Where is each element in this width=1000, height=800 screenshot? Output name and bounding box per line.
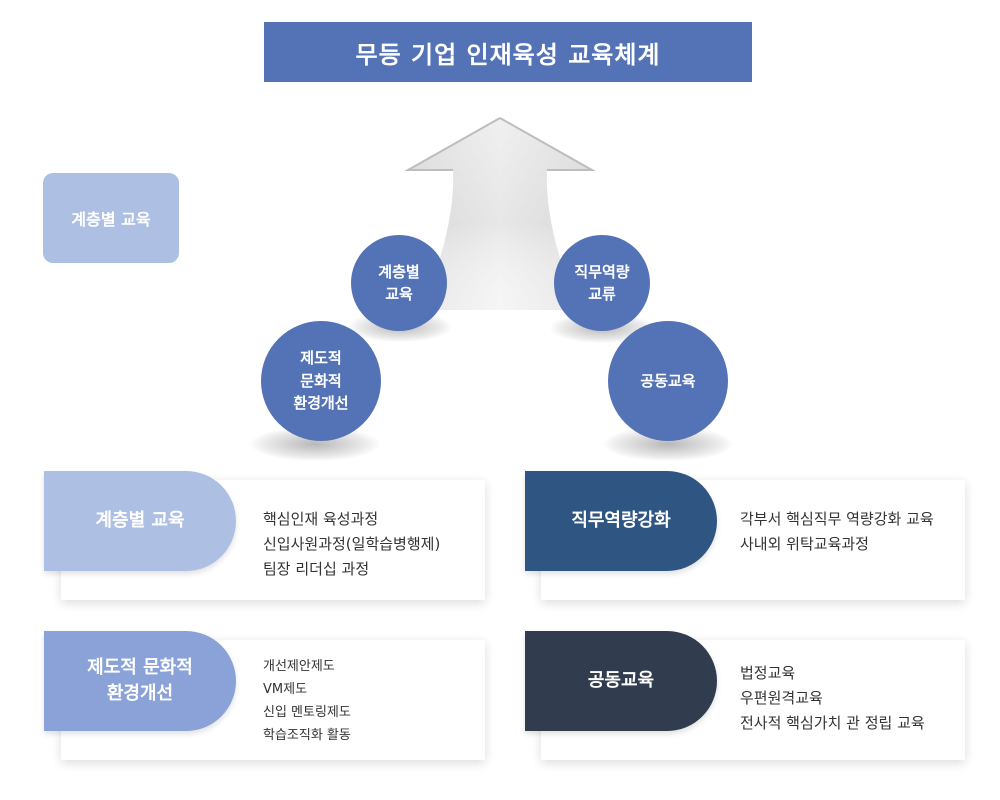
list-item: 팀장 리더십 과정 bbox=[263, 560, 370, 578]
list-item: 법정교육 bbox=[740, 664, 796, 682]
list-item: 학습조직화 활동 bbox=[263, 728, 351, 743]
card-joint-education-list: 법정교육 우편원격교육 전사적 핵심가치 관 정립 교육 bbox=[740, 661, 925, 736]
card-joint-education-label: 공동교육 bbox=[525, 631, 717, 731]
circle-institutional-culture: 제도적 문화적 환경개선 bbox=[261, 321, 381, 441]
list-item: 전사적 핵심가치 관 정립 교육 bbox=[740, 714, 925, 732]
list-item: 개선제안제도 bbox=[263, 659, 335, 674]
card-job-competency-label: 직무역량강화 bbox=[525, 471, 717, 571]
list-item: 신입사원과정(일학습병행제) bbox=[263, 535, 441, 553]
upward-arrow-icon bbox=[404, 117, 596, 310]
list-item: VM제도 bbox=[263, 682, 308, 697]
circle-tier-education: 계층별 교육 bbox=[351, 235, 447, 331]
card-tier-education-list: 핵심인재 육성과정 신입사원과정(일학습병행제) 팀장 리더십 과정 bbox=[263, 507, 440, 582]
circle-joint-education: 공동교육 bbox=[608, 321, 728, 441]
page-title: 무등 기업 인재육성 교육체계 bbox=[264, 22, 752, 82]
list-item: 사내외 위탁교육과정 bbox=[740, 535, 869, 553]
card-job-competency-list: 각부서 핵심직무 역량강화 교육 사내외 위탁교육과정 bbox=[740, 507, 934, 557]
legend-tag: 계층별 교육 bbox=[43, 173, 179, 263]
list-item: 핵심인재 육성과정 bbox=[263, 510, 379, 528]
circle-job-exchange: 직무역량 교류 bbox=[554, 235, 650, 331]
card-institutional-culture-label: 제도적 문화적 환경개선 bbox=[44, 631, 236, 731]
card-institutional-culture-list: 개선제안제도 VM제도 신입 멘토링제도 학습조직화 활동 bbox=[263, 655, 351, 747]
list-item: 각부서 핵심직무 역량강화 교육 bbox=[740, 510, 934, 528]
list-item: 신입 멘토링제도 bbox=[263, 705, 351, 720]
card-tier-education-label: 계층별 교육 bbox=[44, 471, 236, 571]
list-item: 우편원격교육 bbox=[740, 689, 823, 707]
